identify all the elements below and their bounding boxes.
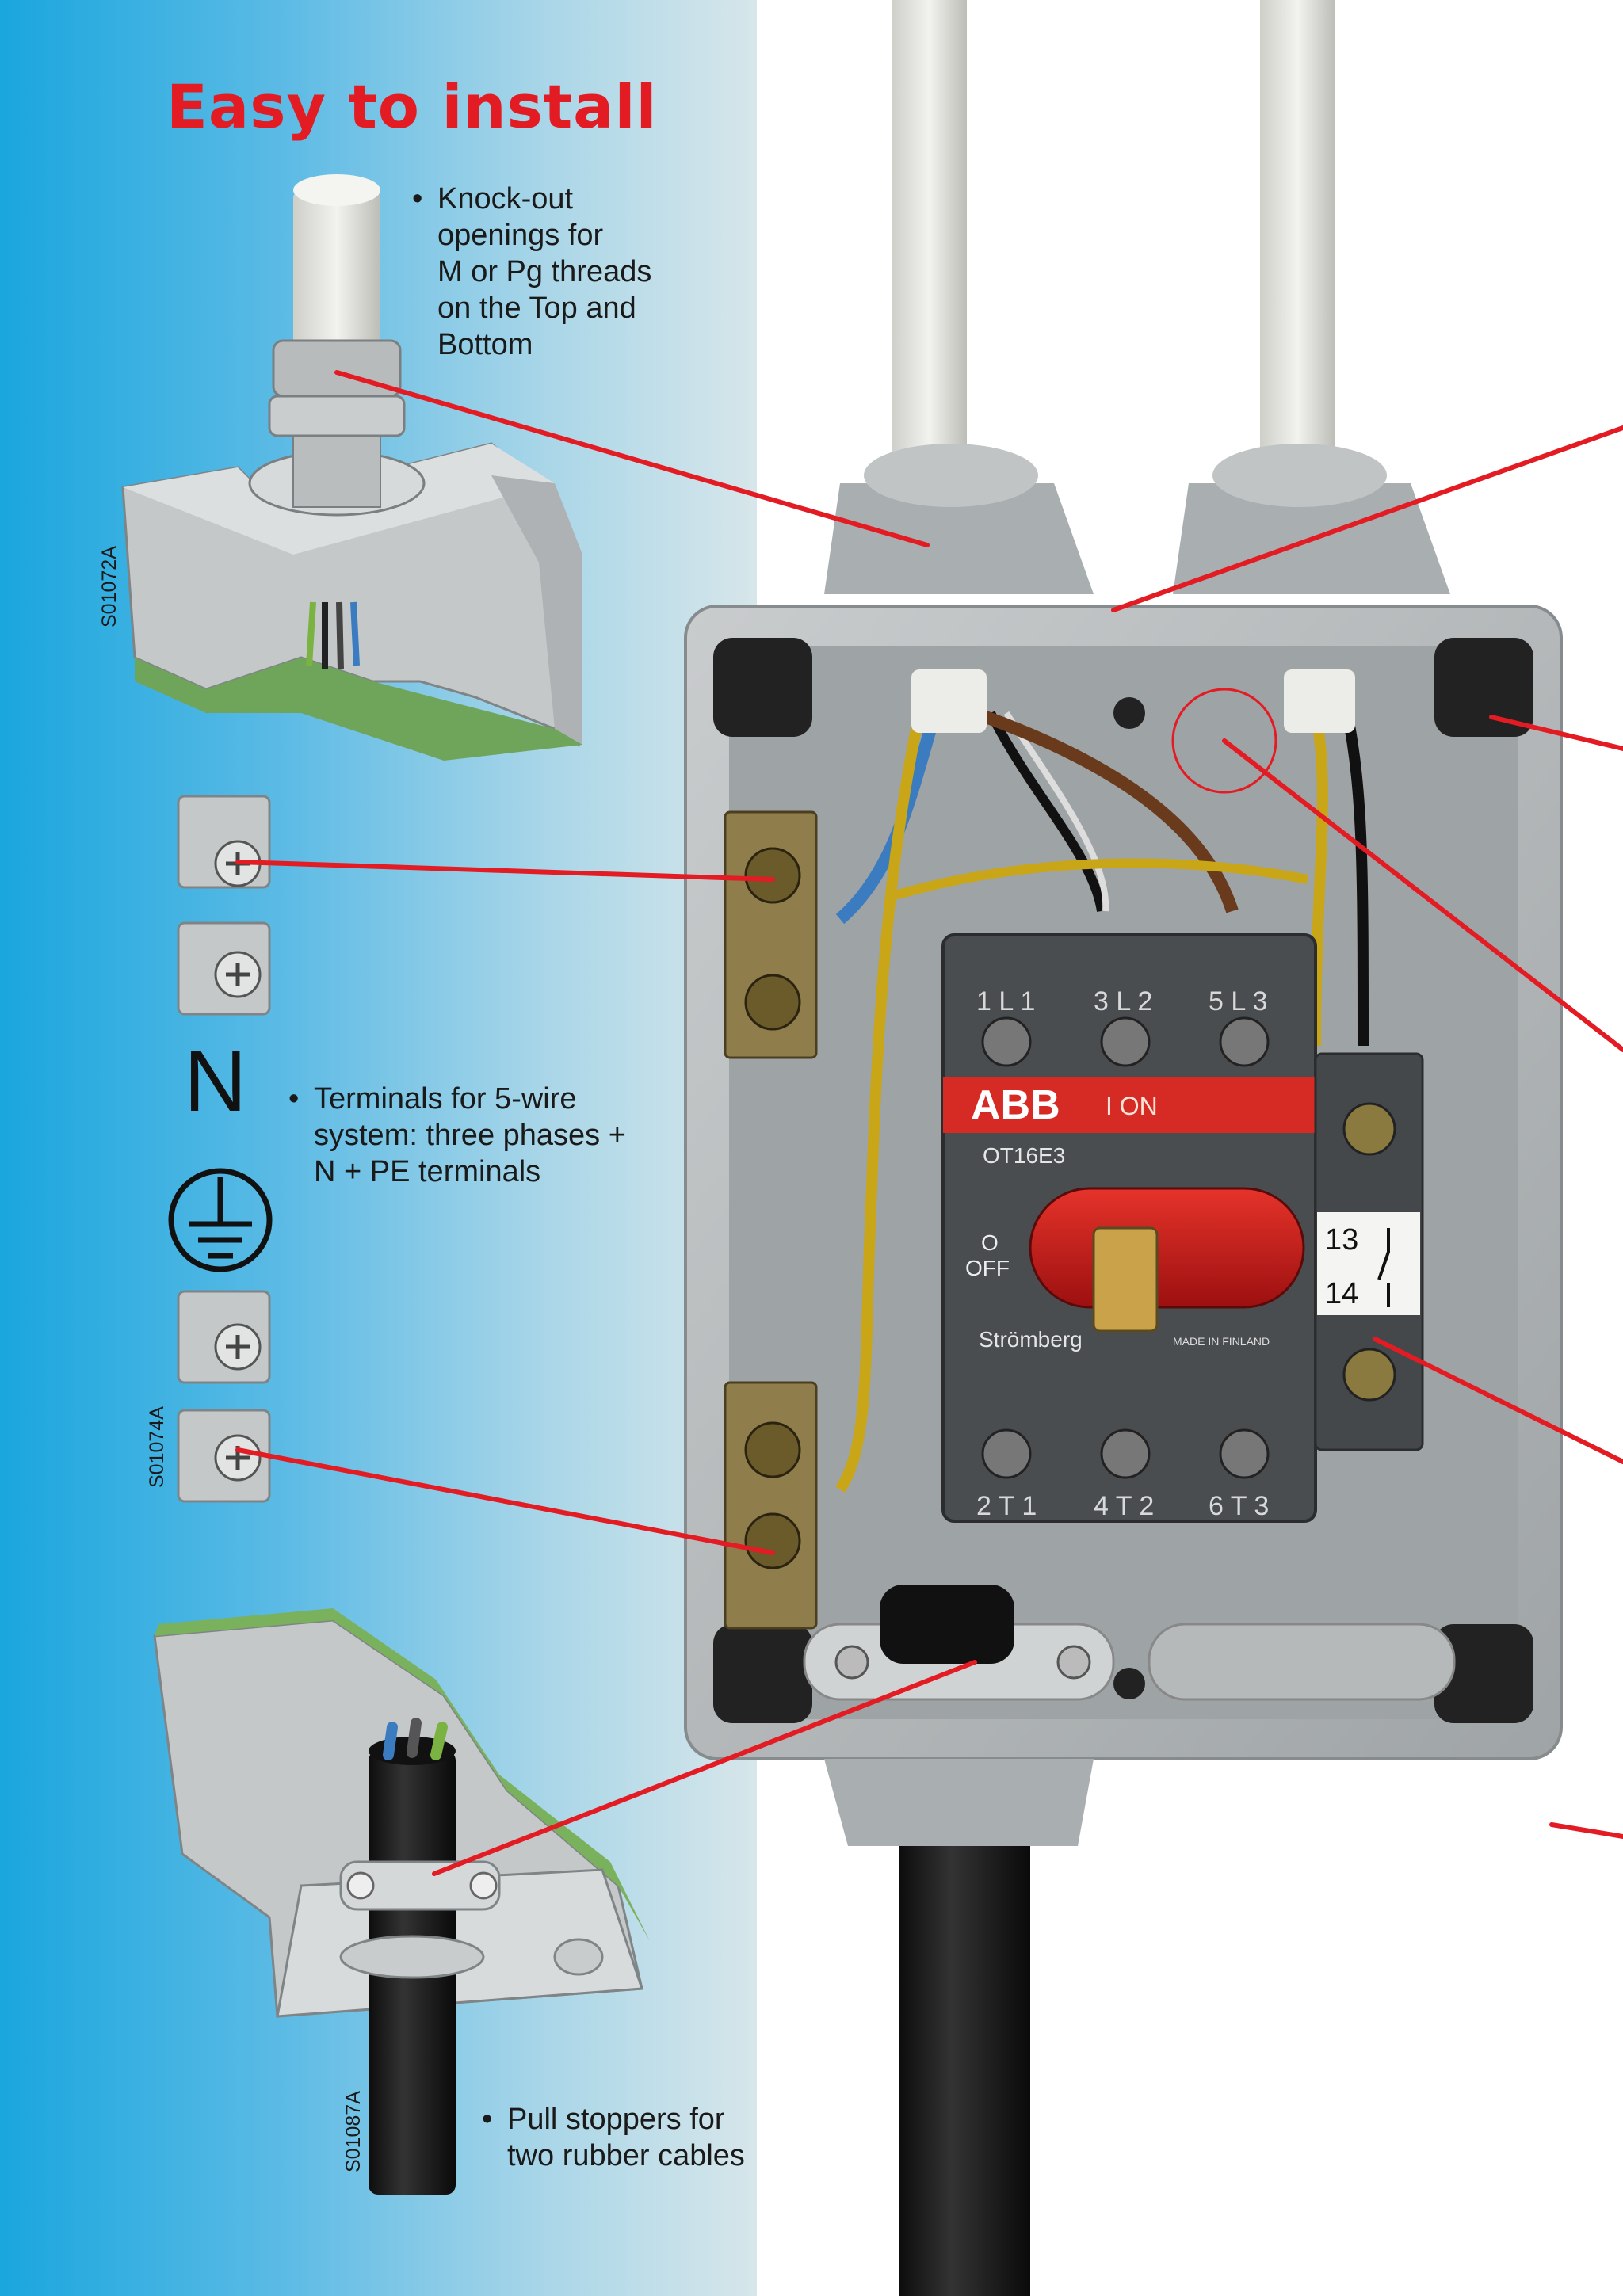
callout-line-knockout	[334, 370, 930, 547]
aux-contact-symbol	[1377, 1228, 1390, 1307]
bottom-terminal-label-2: 4 T 2	[1094, 1491, 1154, 1521]
callout-line-bottom-corner	[1549, 1822, 1623, 1839]
feature-pull-stoppers-text: • Pull stoppers for two rubber cables	[482, 2103, 745, 2172]
knockout-illustration	[121, 174, 582, 761]
bullet-dot: •	[288, 1082, 300, 1116]
bottom-terminal-label-3: 6 T 3	[1209, 1491, 1269, 1521]
earth-ground-icon	[168, 1168, 273, 1272]
device-off-label-2: OFF	[965, 1256, 1010, 1280]
device-made-in: MADE IN FINLAND	[1173, 1335, 1270, 1348]
device-model: OT16E3	[983, 1143, 1065, 1168]
callout-line-aux	[1373, 1337, 1623, 1464]
pull-stopper-illustration	[153, 1608, 650, 2195]
top-terminal-label-2: 3 L 2	[1094, 986, 1152, 1016]
bullet-dot: •	[482, 2103, 493, 2136]
terminal-illustration-top	[177, 795, 271, 1016]
bullet-dot: •	[412, 182, 423, 215]
callout-line-top-right	[1111, 425, 1623, 612]
top-terminal-label-3: 5 L 3	[1209, 986, 1267, 1016]
terminal-illustration-bottom	[177, 1290, 271, 1503]
page-title: Easy to install	[166, 71, 658, 142]
callout-line-terminal-bottom	[235, 1447, 775, 1555]
bottom-terminal-label-1: 2 T 1	[976, 1491, 1037, 1521]
aux-contact-bottom: 14	[1325, 1277, 1358, 1310]
device-maker: Strömberg	[979, 1327, 1083, 1352]
callout-line-terminal-top	[235, 860, 775, 882]
device-on-label: I ON	[1106, 1092, 1158, 1120]
enclosure-photo	[684, 0, 1623, 2296]
knockout-highlight-circle	[1171, 688, 1277, 794]
neutral-label: N	[184, 1032, 247, 1130]
callout-lines	[235, 370, 1623, 1876]
device-off-label-1: O	[981, 1230, 999, 1255]
callout-line-highlight	[1222, 738, 1623, 1052]
callout-line-corner	[1489, 715, 1623, 751]
callout-line-pull-stopper	[432, 1660, 977, 1876]
aux-contact-top: 13	[1325, 1223, 1358, 1257]
device-brand: ABB	[971, 1082, 1060, 1128]
top-terminal-label-1: 1 L 1	[976, 986, 1035, 1016]
feature-terminals-text: • Terminals for 5-wire system: three pha…	[288, 1082, 626, 1188]
feature-knockout-text: • Knock-out openings for M or Pg threads…	[412, 182, 652, 361]
